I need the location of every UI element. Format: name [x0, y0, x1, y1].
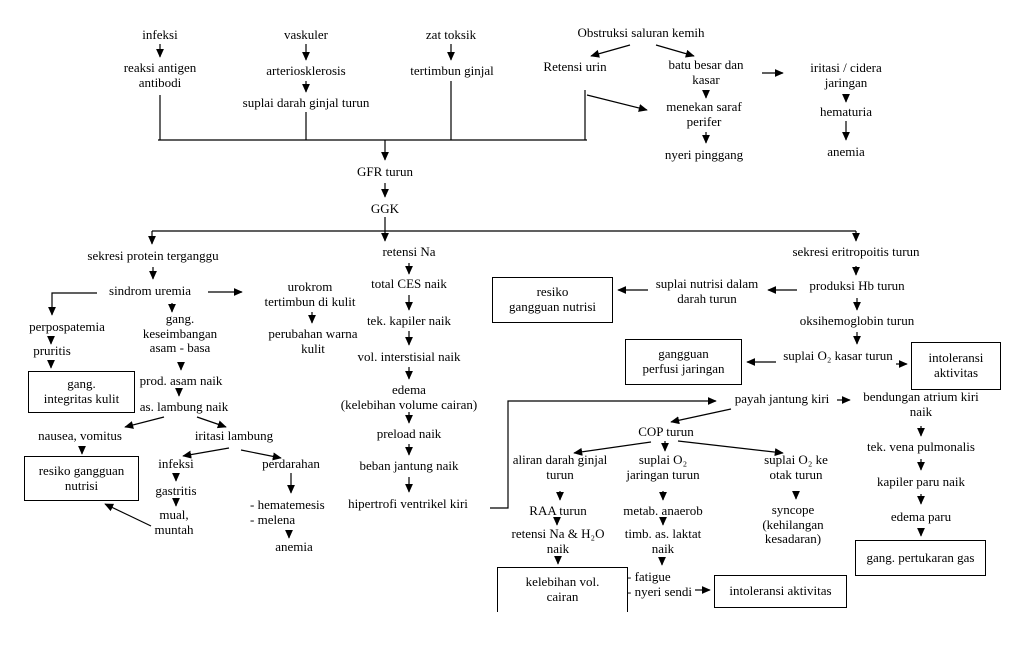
node-hematemesis-melena: - hematemesis - melena: [250, 497, 325, 527]
node-intoleransi-aktivitas-bawah: intoleransi aktivitas: [714, 575, 847, 608]
node-hematuria: hematuria: [820, 104, 872, 119]
plain-lines: [152, 81, 856, 232]
node-edema-paru: edema paru: [890, 509, 952, 524]
node-preload-naik: preload naik: [376, 426, 442, 441]
node-tek-vena-pulmonalis: tek. vena pulmonalis: [867, 439, 975, 454]
node-oksihemoglobin-turun: oksihemoglobin turun: [799, 313, 915, 328]
node-aliran-darah-ginjal-turun: aliran darah ginjal turun: [512, 452, 608, 482]
node-arteriosklerosis: arteriosklerosis: [266, 63, 346, 78]
node-suplai-darah-ginjal-turun: suplai darah ginjal turun: [242, 95, 370, 110]
node-kelebihan-vol-cairan: kelebihan vol. cairan: [497, 567, 628, 612]
node-iritasi-lambung: iritasi lambung: [194, 428, 274, 443]
node-raa-turun: RAA turun: [529, 503, 587, 518]
node-iritasi-cidera-jaringan: iritasi / cidera jaringan: [810, 60, 882, 90]
node-urokrom-tertimbun-di-kulit: urokrom tertimbun di kulit: [264, 279, 356, 309]
node-edema: edema (kelebihan volume cairan): [340, 382, 478, 412]
node-gfr-turun: GFR turun: [357, 164, 413, 179]
node-sindrom-uremia: sindrom uremia: [109, 283, 191, 298]
node-suplai-o2-kasar-turun: suplai O₂ kasar turun: [783, 348, 893, 363]
node-retensi-na: retensi Na: [382, 244, 436, 259]
node-zat-toksik: zat toksik: [425, 27, 477, 42]
node-vaskuler: vaskuler: [283, 27, 329, 42]
node-gangguan-perfusi-jaringan: gangguan perfusi jaringan: [625, 339, 742, 385]
node-tek-kapiler-naik: tek. kapiler naik: [366, 313, 452, 328]
node-perubahan-warna-kulit: perubahan warna kulit: [268, 326, 358, 356]
node-retensi-urin: Retensi urin: [543, 59, 607, 74]
node-gang-keseimbangan-asam-basa: gang. keseimbangan asam - basa: [142, 311, 218, 356]
node-prod-asam-naik: prod. asam naik: [139, 373, 223, 388]
node-sekresi-protein-terganggu: sekresi protein terganggu: [87, 248, 219, 263]
node-cop-turun: COP turun: [638, 424, 694, 439]
node-gang-integritas-kulit: gang. integritas kulit: [28, 371, 135, 413]
node-sekresi-eritropoitis-turun: sekresi eritropoitis turun: [792, 244, 920, 259]
node-gang-pertukaran-gas: gang. pertukaran gas: [855, 540, 986, 576]
node-infeksi: infeksi: [142, 27, 178, 42]
node-pruritis: pruritis: [33, 343, 71, 358]
node-batu-besar-dan-kasar: batu besar dan kasar: [668, 57, 744, 87]
node-kapiler-paru-naik: kapiler paru naik: [876, 474, 966, 489]
node-intoleransi-aktivitas-kanan: intoleransi aktivitas: [911, 342, 1001, 390]
node-anemia-atas: anemia: [827, 144, 865, 159]
node-fatigue-nyeri-sendi: - fatigue - nyeri sendi: [627, 569, 692, 599]
node-perdarahan: perdarahan: [262, 456, 320, 471]
node-metab-anaerob: metab. anaerob: [623, 503, 703, 518]
node-syncope: syncope (kehilangan kesadaran): [762, 502, 824, 547]
node-resiko-gangguan-nutrisi-kanan: resiko gangguan nutrisi: [492, 277, 613, 323]
node-produksi-hb-turun: produksi Hb turun: [809, 278, 905, 293]
node-as-lambung-naik: as. lambung naik: [139, 399, 229, 414]
node-menekan-saraf-perifer: menekan saraf perifer: [666, 99, 742, 129]
node-nausea-vomitus: nausea, vomitus: [38, 428, 122, 443]
node-reaksi-antigen-antibodi: reaksi antigen antibodi: [123, 60, 197, 90]
node-resiko-gangguan-nutrisi-kiri: resiko gangguan nutrisi: [24, 456, 139, 501]
node-nyeri-pinggang: nyeri pinggang: [664, 147, 744, 162]
node-hipertrofi-ventrikel-kiri: hipertrofi ventrikel kiri: [348, 496, 468, 511]
node-retensi-na-h2o-naik: retensi Na & H₂O naik: [511, 526, 605, 556]
node-beban-jantung-naik: beban jantung naik: [359, 458, 459, 473]
node-vol-interstisial-naik: vol. interstisial naik: [357, 349, 461, 364]
node-total-ces-naik: total CES naik: [371, 276, 447, 291]
node-gastritis: gastritis: [155, 483, 197, 498]
node-tertimbun-ginjal: tertimbun ginjal: [410, 63, 494, 78]
node-perpospatemia: perpospatemia: [29, 319, 105, 334]
node-suplai-o2-jaringan-turun: suplai O₂ jaringan turun: [626, 452, 700, 482]
node-suplai-nutrisi-dalam-darah-turun: suplai nutrisi dalam darah turun: [655, 276, 759, 306]
node-anemia-bawah: anemia: [275, 539, 313, 554]
node-mual-muntah: mual, muntah: [154, 507, 194, 537]
node-ggk: GGK: [370, 201, 400, 216]
node-payah-jantung-kiri: payah jantung kiri: [734, 391, 830, 406]
node-timb-as-laktat-naik: timb. as. laktat naik: [624, 526, 702, 556]
node-infeksi-lambung: infeksi: [158, 456, 194, 471]
node-suplai-o2-ke-otak-turun: suplai O₂ ke otak turun: [764, 452, 828, 482]
arrow-lines: [47, 44, 925, 594]
node-obstruksi-saluran-kemih: Obstruksi saluran kemih: [577, 25, 705, 40]
node-bendungan-atrium-kiri-naik: bendungan atrium kiri naik: [863, 389, 979, 419]
